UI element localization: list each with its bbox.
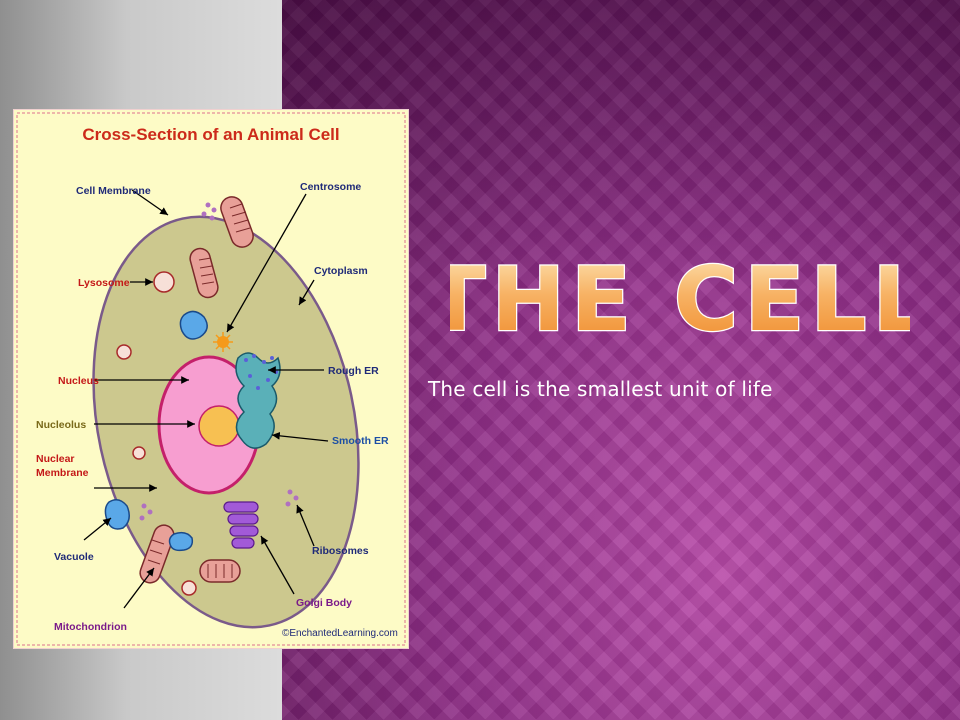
label-smooth-er: Smooth ER [332,435,389,447]
label-cell-membrane: Cell Membrane [76,185,151,197]
ribosomes-group [139,202,299,521]
nucleolus-shape [198,405,240,447]
label-cytoplasm: Cytoplasm [314,265,368,277]
animal-cell-diagram: Cross-Section of an Animal Cell [14,110,408,648]
label-centrosome: Centrosome [300,181,361,193]
diagram-title: Cross-Section of an Animal Cell [82,125,339,144]
label-vacuole: Vacuole [54,551,94,563]
endoplasmic-reticulum [235,352,281,449]
label-mitochondrion: Mitochondrion [54,621,127,633]
label-nucleus: Nucleus [58,375,99,387]
lysosomes-group [116,271,197,596]
vacuoles-group [104,310,208,552]
label-membrane: Membrane [36,467,89,479]
label-ribosomes: Ribosomes [312,545,369,557]
slide-title-wrap: THE CELL [424,242,930,353]
label-nucleolus: Nucleolus [36,419,86,431]
centrosome-shape [213,332,233,352]
label-golgi-body: Golgi Body [296,597,352,609]
label-nuclear: Nuclear [36,453,75,465]
cell-diagram-svg: Cross-Section of an Animal Cell [16,112,406,646]
label-lysosome: Lysosome [78,277,130,289]
golgi-body-shape [223,501,259,549]
slide-title-svg: THE CELL [424,247,930,353]
label-rough-er: Rough ER [328,365,379,377]
slide-title: THE CELL [450,248,910,351]
slide-subtitle: The cell is the smallest unit of life [428,377,773,401]
diagram-credit: ©EnchantedLearning.com [282,628,398,639]
